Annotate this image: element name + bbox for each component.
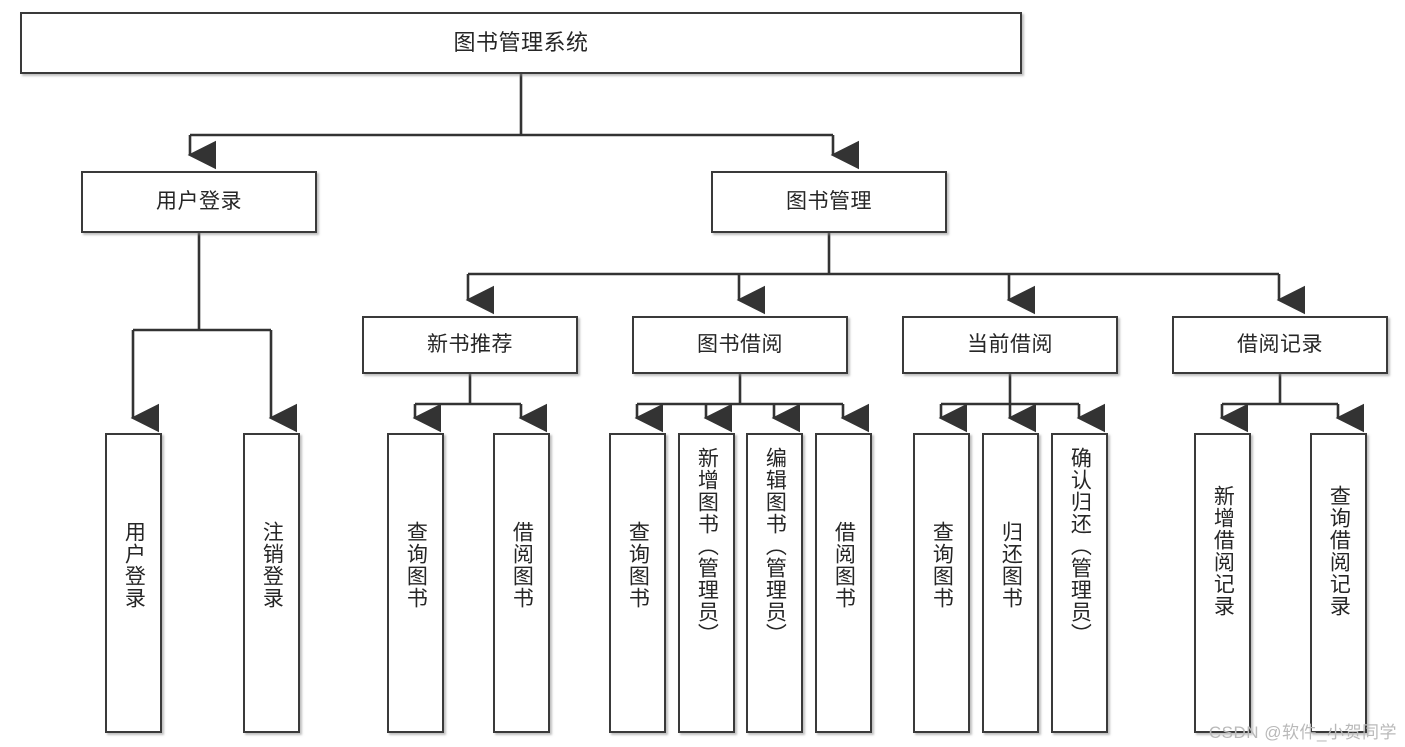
node-label: 新增图书（管理员） [695,447,719,645]
leaf-current-query-book[interactable]: 查询图书 [913,433,970,733]
node-label: 注销登录 [260,521,284,609]
node-label: 归还图书 [999,521,1023,609]
node-label: 借阅记录 [1237,332,1323,356]
node-label: 查询图书 [930,521,954,609]
leaf-record-add-record[interactable]: 新增借阅记录 [1194,433,1251,733]
leaf-user-login-login[interactable]: 用户登录 [105,433,162,733]
node-label: 图书借阅 [697,332,783,356]
node-label: 新书推荐 [427,332,513,356]
leaf-record-query-record[interactable]: 查询借阅记录 [1310,433,1367,733]
leaf-borrow-add-book[interactable]: 新增图书（管理员） [678,433,735,733]
node-label: 确认归还（管理员） [1068,447,1092,645]
node-user-login[interactable]: 用户登录 [81,171,317,233]
csdn-watermark: CSDN @软件_小贺同学 [1208,723,1397,742]
node-book-borrow[interactable]: 图书借阅 [632,316,848,374]
node-label: 新增借阅记录 [1211,485,1235,617]
leaf-borrow-borrow-book[interactable]: 借阅图书 [815,433,872,733]
node-label: 借阅图书 [510,521,534,609]
node-label: 当前借阅 [967,332,1053,356]
node-label: 图书管理系统 [453,30,589,56]
node-label: 借阅图书 [832,521,856,609]
node-borrow-record[interactable]: 借阅记录 [1172,316,1388,374]
leaf-new-book-borrow[interactable]: 借阅图书 [493,433,550,733]
leaf-current-return-book[interactable]: 归还图书 [982,433,1039,733]
node-new-book-recommend[interactable]: 新书推荐 [362,316,578,374]
node-label: 查询图书 [404,521,428,609]
leaf-borrow-query-book[interactable]: 查询图书 [609,433,666,733]
node-root-system[interactable]: 图书管理系统 [20,12,1022,74]
node-label: 图书管理 [786,189,872,213]
leaf-user-login-logout[interactable]: 注销登录 [243,433,300,733]
node-label: 用户登录 [156,189,242,213]
node-book-management[interactable]: 图书管理 [711,171,947,233]
node-current-borrow[interactable]: 当前借阅 [902,316,1118,374]
leaf-borrow-edit-book[interactable]: 编辑图书（管理员） [746,433,803,733]
leaf-new-book-query[interactable]: 查询图书 [387,433,444,733]
node-label: 查询图书 [626,521,650,609]
node-label: 编辑图书（管理员） [763,447,787,645]
leaf-current-confirm-return[interactable]: 确认归还（管理员） [1051,433,1108,733]
node-label: 用户登录 [122,521,146,609]
node-label: 查询借阅记录 [1327,485,1351,617]
